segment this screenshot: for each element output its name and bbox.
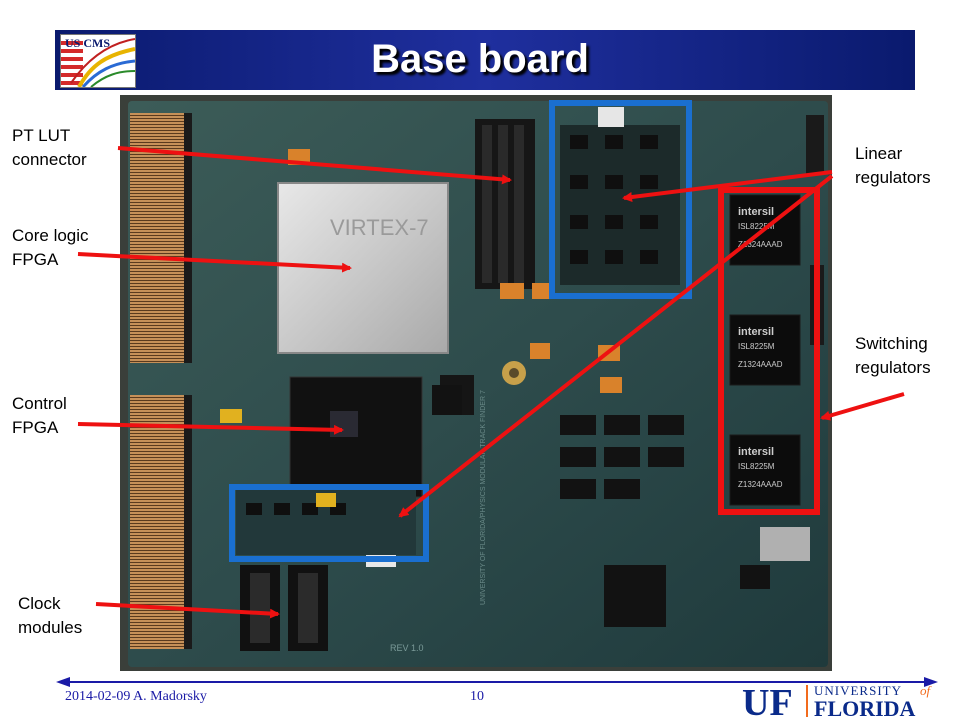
isl-part-2: ISL8225M <box>738 342 775 351</box>
board-photo: VIRTEX-7 <box>120 95 832 671</box>
clock-modules-label: Clock modules <box>18 592 82 640</box>
slide-title: Base board <box>371 37 589 81</box>
lot-code-3: Z1324AAAD <box>738 480 783 489</box>
linear-line-2: regulators <box>855 168 931 187</box>
switching-arrow <box>820 392 905 421</box>
lot-code-1: Z1324AAAD <box>738 240 783 249</box>
pt-lut-label: PT LUT connector <box>12 124 87 172</box>
uf-logo: UF UNIVERSITY of FLORIDA <box>742 682 952 723</box>
control-line-1: Control <box>12 394 67 413</box>
rev-text: REV 1.0 <box>390 643 424 653</box>
fpga-marking: VIRTEX-7 <box>330 215 429 240</box>
switching-line-2: regulators <box>855 358 931 377</box>
uf-florida: FLORIDA <box>814 696 916 718</box>
core-logic-line-2: FPGA <box>12 250 59 269</box>
control-line-2: FPGA <box>12 418 59 437</box>
logo-text: US CMS <box>65 36 110 50</box>
title-bar <box>55 30 915 90</box>
core-logic-label: Core logic FPGA <box>12 224 89 272</box>
clock-line-1: Clock <box>18 594 61 613</box>
uf-of: of <box>920 683 933 698</box>
footer-arrow-left <box>56 677 70 687</box>
switching-line-1: Switching <box>855 334 928 353</box>
control-fpga-label: Control FPGA <box>12 392 67 440</box>
intersil-brand-1: intersil <box>738 206 774 218</box>
isl-part-3: ISL8225M <box>738 462 775 471</box>
lot-code-2: Z1324AAAD <box>738 360 783 369</box>
page-number: 10 <box>470 689 484 704</box>
uf-mark: UF <box>742 682 793 718</box>
isl-part-1: ISL8225M <box>738 222 775 231</box>
pt-lut-line-1: PT LUT <box>12 126 71 145</box>
board-silk-text: UNIVERSITY OF FLORIDA/PHYSICS MODULAR TR… <box>480 390 487 605</box>
us-cms-logo: US CMS <box>60 34 136 88</box>
uf-university: UNIVERSITY <box>814 683 902 698</box>
intersil-brand-3: intersil <box>738 446 774 458</box>
clock-line-2: modules <box>18 618 83 637</box>
footer-date-author: 2014-02-09 A. Madorsky <box>65 689 207 704</box>
linear-regulators-label: Linear regulators <box>855 142 931 190</box>
linear-line-1: Linear <box>855 144 903 163</box>
intersil-brand-2: intersil <box>738 326 774 338</box>
pt-lut-line-2: connector <box>12 150 87 169</box>
switching-regulators-label: Switching regulators <box>855 332 931 380</box>
core-logic-line-1: Core logic <box>12 226 89 245</box>
